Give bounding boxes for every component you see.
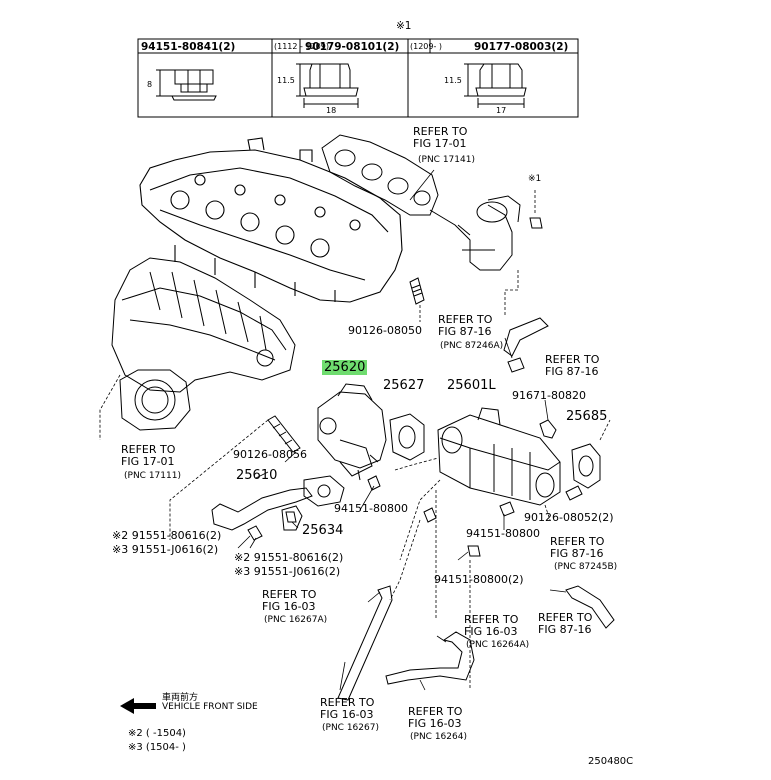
pnc-87246a: (PNC 87246A): [440, 341, 504, 351]
refer-to-fig-16-03-b[interactable]: REFER TO FIG 16-03: [464, 613, 519, 638]
part-91551-j0616[interactable]: ※3 91551-J0616(2): [112, 543, 219, 556]
part-number-94151-80841: 94151-80841(2): [141, 41, 236, 53]
gasket-drawing: [571, 443, 601, 489]
pnc-16264a: (PNC 16264A): [466, 640, 530, 650]
part-91551-80616[interactable]: ※2 91551-80616(2): [112, 529, 222, 542]
date-range: (1209- ): [410, 42, 443, 51]
part-91551-j0616[interactable]: ※3 91551-J0616(2): [234, 565, 341, 578]
cylinder-head-drawing: [139, 137, 403, 303]
part-25601l[interactable]: 25601L: [447, 378, 496, 393]
vehicle-front-label: VEHICLE FRONT SIDE: [162, 702, 258, 712]
refer-to-fig-16-03-c[interactable]: REFER TO FIG 16-03: [320, 696, 375, 721]
footnote-3: ※3 (1504- ): [128, 742, 186, 753]
leader-lines: [99, 190, 611, 690]
part-91551-80616[interactable]: ※2 91551-80616(2): [234, 551, 344, 564]
stud-bolt-icon: [267, 415, 301, 453]
refer-to-fig-17-01-left[interactable]: REFER TO FIG 17-01: [121, 443, 176, 468]
refer-to-fig-16-03-d[interactable]: REFER TO FIG 16-03: [408, 705, 463, 730]
dimension-label: 8: [147, 80, 153, 89]
part-94151-80800-qty2[interactable]: 94151-80800(2): [434, 573, 524, 586]
stud-bolt-icon: [409, 277, 425, 305]
part-number-90177-08003: 90177-08003(2): [474, 41, 569, 53]
footnote-mark-1: ※1: [528, 174, 542, 184]
pnc-87245b: (PNC 87245B): [554, 562, 618, 572]
part-25634[interactable]: 25634: [302, 523, 344, 538]
illustration-code: 250480C: [588, 756, 634, 767]
footnote-mark-1: ※1: [396, 20, 412, 32]
part-25685[interactable]: 25685: [566, 409, 608, 424]
hose-drawing: [337, 317, 615, 701]
refer-to-fig-16-03-a[interactable]: REFER TO FIG 16-03: [262, 588, 317, 613]
egr-pipe-drawing: [211, 475, 345, 531]
pnc-16267a: (PNC 16267A): [264, 615, 328, 625]
exhaust-manifold-drawing: [321, 134, 521, 271]
refer-to-fig-87-16-d[interactable]: REFER TO FIG 87-16: [538, 611, 593, 636]
dimension-label: 11.5: [444, 76, 462, 85]
leader-lines: [237, 169, 567, 691]
part-90126-08056[interactable]: 90126-08056: [233, 448, 307, 461]
fastener-table: [137, 38, 579, 118]
flange-nut-icon: [296, 63, 359, 108]
gasket-drawing: [281, 505, 303, 531]
dimension-label: 17: [496, 106, 507, 115]
dimension-label: 18: [326, 106, 337, 115]
pnc-16264: (PNC 16264): [410, 732, 467, 742]
pnc-16267: (PNC 16267): [322, 723, 379, 733]
vehicle-front-label-jp: 車両前方: [162, 693, 199, 703]
part-25620-highlighted[interactable]: 25620: [322, 360, 368, 375]
part-90126-08052[interactable]: 90126-08052(2): [524, 511, 614, 524]
part-94151-80800[interactable]: 94151-80800: [334, 502, 408, 515]
refer-to-fig-87-16-b[interactable]: REFER TO FIG 87-16: [545, 353, 600, 378]
egr-cooler-drawing: [437, 407, 561, 506]
part-25610[interactable]: 25610: [236, 468, 278, 483]
refer-to-fig-87-16-c[interactable]: REFER TO FIG 87-16: [550, 535, 605, 560]
flange-nut-icon: [464, 63, 527, 108]
date-range: (1112 - 1209): [274, 42, 329, 51]
egr-valve-drawing: [317, 383, 387, 481]
dimension-label: 11.5: [277, 76, 295, 85]
intake-manifold-drawing: [111, 257, 296, 431]
part-90126-08050[interactable]: 90126-08050: [348, 324, 422, 337]
refer-to-fig-87-16-a[interactable]: REFER TO FIG 87-16: [438, 313, 493, 338]
bolt-icon: [247, 217, 583, 557]
part-94151-80800[interactable]: 94151-80800: [466, 527, 540, 540]
vehicle-front-arrow-icon: [120, 698, 156, 714]
footnote-2: ※2 ( -1504): [128, 728, 186, 739]
part-91671-80820[interactable]: 91671-80820: [512, 389, 586, 402]
pnc-17141: (PNC 17141): [418, 155, 475, 165]
part-25627[interactable]: 25627: [383, 378, 425, 393]
gasket-drawing: [389, 413, 425, 461]
refer-to-fig-17-01-top[interactable]: REFER TO FIG 17-01: [413, 125, 468, 150]
flange-nut-icon: [156, 69, 217, 101]
part-number-90179-08101: 90179-08101(2): [305, 41, 400, 53]
pnc-17111: (PNC 17111): [124, 471, 181, 481]
